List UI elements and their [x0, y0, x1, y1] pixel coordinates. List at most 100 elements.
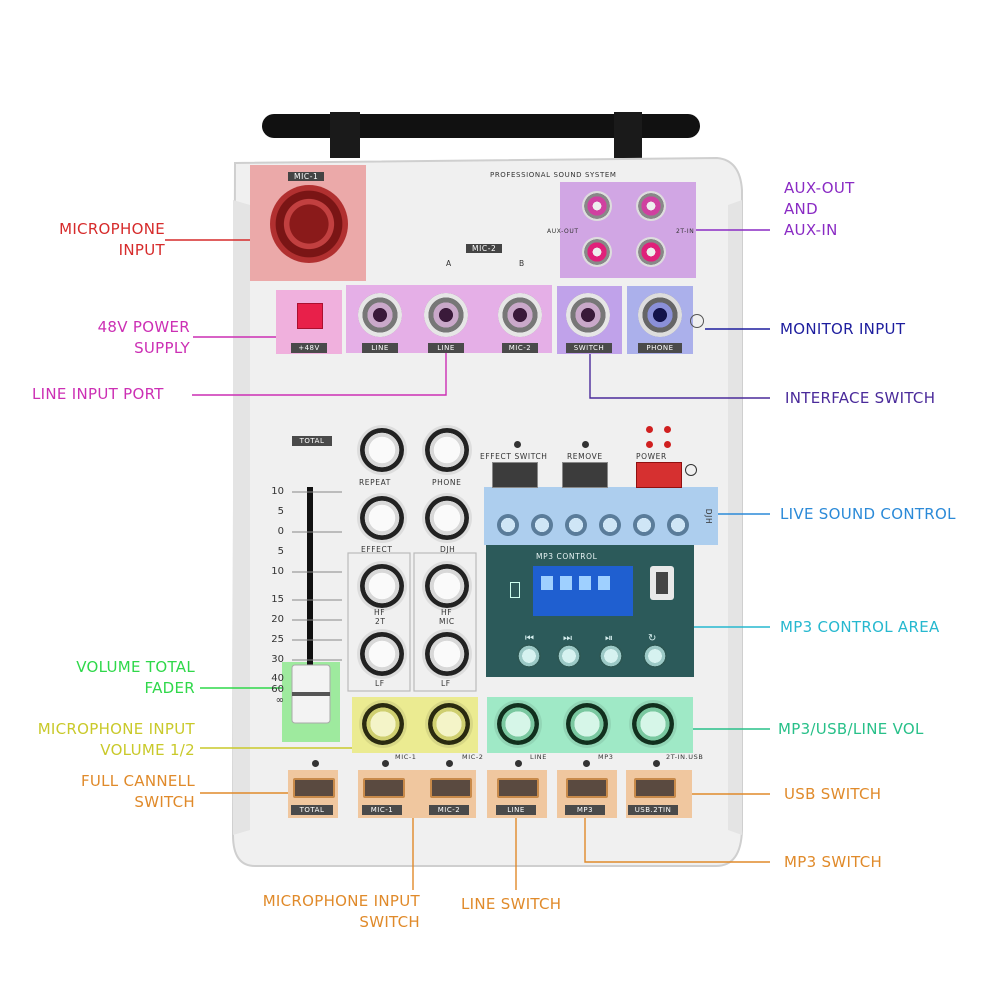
- switch-plate: SWITCH: [566, 343, 612, 353]
- callout-48v-power: 48V POWER SUPPLY: [40, 317, 190, 359]
- btn-usb-label: USB.2TIN: [628, 805, 678, 815]
- fader-scale-25: 25: [271, 634, 284, 645]
- fader-scale-30: 30: [271, 654, 284, 665]
- mic1-channel-button[interactable]: [363, 778, 405, 798]
- mp3-prev-button[interactable]: [517, 644, 541, 668]
- bluetooth-icon: [510, 582, 520, 598]
- total-channel-button[interactable]: [293, 778, 335, 798]
- ch-mic2-label: MIC-2: [462, 753, 484, 761]
- callout-live-sound-control: LIVE SOUND CONTROL: [780, 505, 956, 523]
- mic1-xlr-combo-jack[interactable]: [270, 185, 348, 263]
- mic2-jack[interactable]: [498, 293, 542, 337]
- lf-mic-knob[interactable]: [425, 632, 469, 676]
- ch-line-label: LINE: [530, 753, 547, 761]
- fader-scale-5b: 5: [277, 546, 284, 557]
- aux-out-l-jack[interactable]: [582, 191, 612, 221]
- callout-usb-switch: USB SWITCH: [784, 785, 882, 803]
- phone-jack[interactable]: [638, 293, 682, 337]
- svg-text:⏭: ⏭: [563, 633, 572, 644]
- fader-scale-20: 20: [271, 614, 284, 625]
- callout-full-line2: SWITCH: [134, 793, 195, 811]
- mp3-repeat-button[interactable]: [643, 644, 667, 668]
- line2-jack[interactable]: [424, 293, 468, 337]
- antenna: [262, 114, 700, 138]
- svg-text:↻: ↻: [648, 633, 656, 644]
- mic-label: MIC: [439, 617, 455, 626]
- callout-micvol-line1: MICROPHONE INPUT: [37, 720, 195, 738]
- power-led-4: [664, 441, 671, 448]
- line1-jack[interactable]: [358, 293, 402, 337]
- effect-switch-button[interactable]: [492, 462, 538, 488]
- mic2-label: MIC-2: [466, 244, 503, 253]
- aux-out-r-jack[interactable]: [582, 237, 612, 267]
- usb-led: [653, 760, 660, 767]
- mic2-volume-knob[interactable]: [428, 703, 470, 745]
- hf-label-left: HF: [374, 608, 386, 617]
- two-t-label: 2T: [375, 617, 386, 626]
- 48v-button[interactable]: [297, 303, 323, 329]
- power-button[interactable]: [636, 462, 682, 488]
- ch-mp3-label: MP3: [598, 753, 614, 761]
- callout-line-switch: LINE SWITCH: [461, 895, 562, 913]
- live-sound-button-4[interactable]: [599, 514, 621, 536]
- aux-in-r-jack[interactable]: [636, 237, 666, 267]
- live-sound-button-2[interactable]: [531, 514, 553, 536]
- usb-channel-button[interactable]: [634, 778, 676, 798]
- hf-mic-knob[interactable]: [425, 564, 469, 608]
- live-sound-button-1[interactable]: [497, 514, 519, 536]
- hf-label-right: HF: [441, 608, 453, 617]
- two-t-in-label: 2T-IN: [676, 228, 695, 235]
- fader-scale-10b: 10: [271, 566, 284, 577]
- mp3-play-pause-button[interactable]: [599, 644, 623, 668]
- callout-aux-line3: AUX-IN: [784, 221, 838, 239]
- live-sound-button-6[interactable]: [667, 514, 689, 536]
- mic2-channel-button[interactable]: [430, 778, 472, 798]
- total-led: [312, 760, 319, 767]
- power-led-2: [664, 426, 671, 433]
- brand-text: PROFESSIONAL SOUND SYSTEM: [490, 171, 617, 179]
- btn-mic1-label: MIC-1: [362, 805, 402, 815]
- live-sound-button-5[interactable]: [633, 514, 655, 536]
- usb-volume-knob[interactable]: [632, 703, 674, 745]
- callout-48v-line2: SUPPLY: [134, 339, 190, 357]
- callout-48v-line1: 48V POWER: [97, 318, 190, 336]
- mp3-channel-button[interactable]: [566, 778, 608, 798]
- fader-scale-40: 40: [271, 673, 284, 684]
- btn-mp3-label: MP3: [565, 805, 605, 815]
- power-led-3: [646, 441, 653, 448]
- a-label: A: [446, 259, 452, 268]
- live-sound-button-3[interactable]: [565, 514, 587, 536]
- effect-knob[interactable]: [360, 496, 404, 540]
- phone-knob[interactable]: [425, 428, 469, 472]
- aux-in-l-jack[interactable]: [636, 191, 666, 221]
- power-label: POWER: [636, 452, 667, 461]
- mic1-volume-knob[interactable]: [362, 703, 404, 745]
- line-led: [515, 760, 522, 767]
- callout-full-channel-switch: FULL CANNELL SWITCH: [30, 771, 195, 813]
- line-volume-knob[interactable]: [497, 703, 539, 745]
- ch-mic1-label: MIC-1: [395, 753, 417, 761]
- callout-monitor-input: MONITOR INPUT: [780, 320, 906, 338]
- svg-text:⏮: ⏮: [525, 633, 534, 644]
- mp3-volume-knob[interactable]: [566, 703, 608, 745]
- fader-scale-inf: ∞: [275, 695, 284, 706]
- callout-microphone-input-line1: MICROPHONE: [59, 220, 165, 238]
- callout-interface-switch: INTERFACE SWITCH: [785, 389, 936, 407]
- mp3-next-button[interactable]: [557, 644, 581, 668]
- line-channel-button[interactable]: [497, 778, 539, 798]
- djh-vertical-label: DJH: [704, 508, 714, 525]
- remove-button[interactable]: [562, 462, 608, 488]
- aux-out-label: AUX-OUT: [547, 228, 579, 235]
- lf-2t-knob[interactable]: [360, 632, 404, 676]
- hf-2t-knob[interactable]: [360, 564, 404, 608]
- callout-line-input-port: LINE INPUT PORT: [32, 385, 164, 403]
- svg-text:⏯: ⏯: [605, 633, 613, 644]
- mp3-control-title: MP3 CONTROL: [536, 552, 598, 561]
- djh-knob[interactable]: [425, 496, 469, 540]
- headphone-icon: [690, 314, 704, 328]
- switch-jack[interactable]: [566, 293, 610, 337]
- fader-scale-10a: 10: [271, 486, 284, 497]
- effect-switch-label: EFFECT SWITCH: [480, 452, 548, 461]
- repeat-knob[interactable]: [360, 428, 404, 472]
- remove-label: REMOVE: [567, 452, 603, 461]
